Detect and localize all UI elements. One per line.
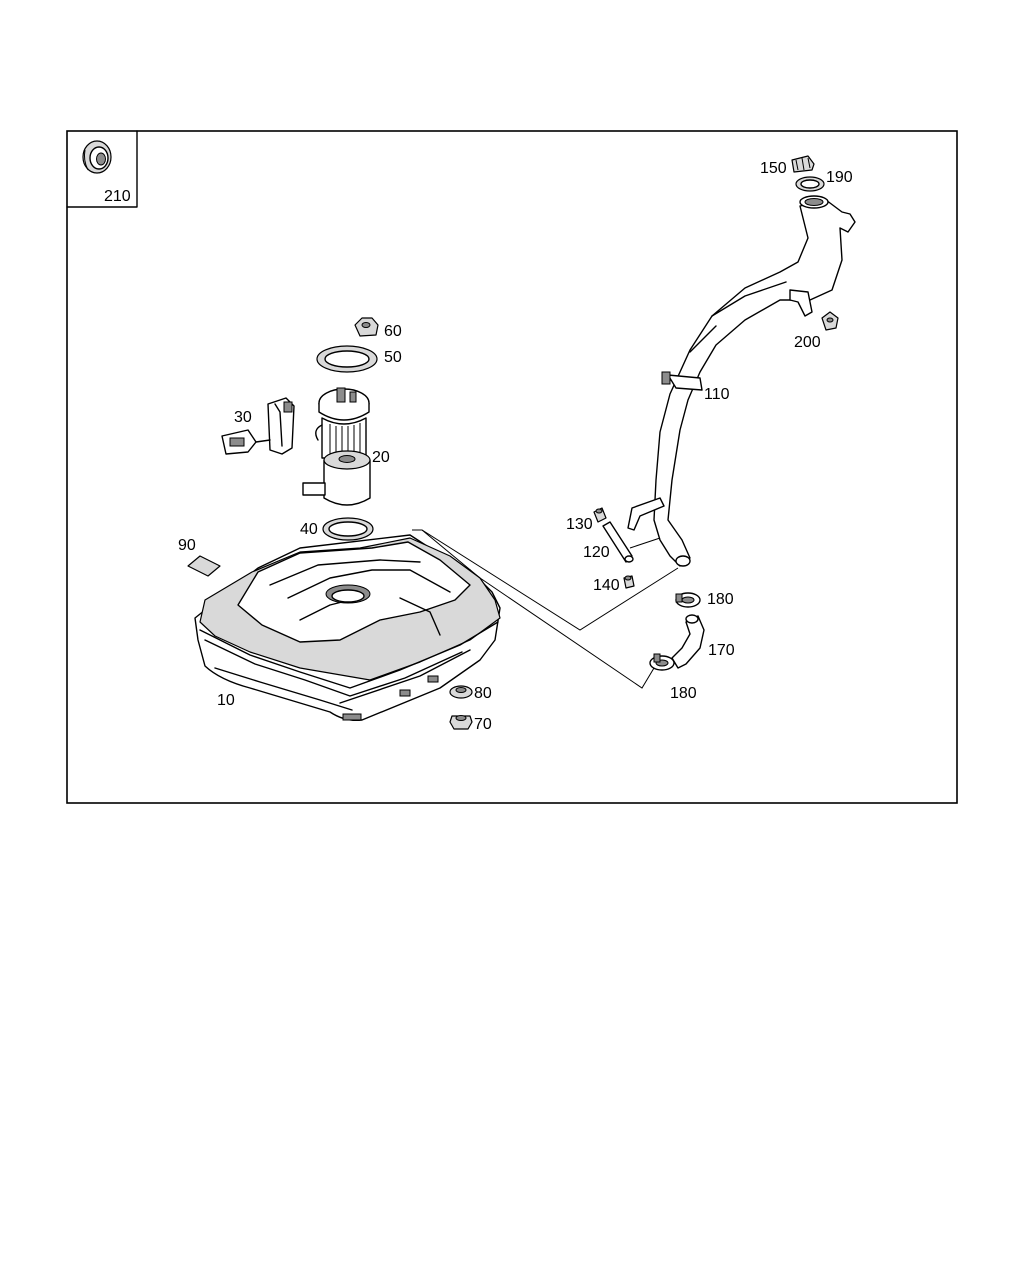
label-20: 20 [372, 449, 390, 466]
label-70: 70 [474, 716, 492, 733]
connector-lines [412, 529, 679, 689]
label-210: 210 [104, 188, 131, 205]
nut-part-200[interactable] [821, 311, 839, 331]
hose-part-120[interactable] [602, 521, 661, 563]
washer-part-80[interactable] [449, 685, 473, 699]
label-80: 80 [474, 685, 492, 702]
inset-box-210: 210 [66, 130, 138, 208]
seal-part-190[interactable] [795, 176, 825, 192]
clamp-part-180-upper[interactable] [675, 592, 701, 608]
sender-unit-part-30[interactable] [221, 397, 295, 455]
fuel-pump-part-20[interactable] [302, 387, 371, 506]
label-150: 150 [760, 160, 787, 177]
label-130: 130 [566, 516, 593, 533]
label-90: 90 [178, 537, 196, 554]
fuel-tank-part-10[interactable] [194, 534, 501, 722]
seal-ring-part-40[interactable] [322, 517, 374, 541]
label-60: 60 [384, 323, 402, 340]
clip-part-140[interactable] [623, 575, 635, 589]
label-30: 30 [234, 409, 252, 426]
label-140: 140 [593, 577, 620, 594]
label-170: 170 [708, 642, 735, 659]
nut-part-70[interactable] [449, 715, 473, 730]
valve-part-130[interactable] [593, 507, 607, 523]
label-10: 10 [217, 692, 235, 709]
nut-part-60[interactable] [354, 317, 379, 337]
label-180-lower: 180 [670, 685, 697, 702]
label-110: 110 [704, 386, 730, 403]
label-190: 190 [826, 169, 853, 186]
clamp-part-180-lower[interactable] [649, 653, 675, 671]
label-pad-part-90[interactable] [187, 555, 221, 577]
label-200: 200 [794, 334, 821, 351]
grommet-icon [82, 140, 112, 174]
filler-neck-part-110[interactable] [627, 195, 856, 567]
diagram-frame [66, 130, 958, 804]
locking-ring-part-50[interactable] [316, 345, 378, 373]
label-180-upper: 180 [707, 591, 734, 608]
label-40: 40 [300, 521, 318, 538]
label-120: 120 [583, 544, 610, 561]
hose-part-170[interactable] [671, 614, 705, 669]
fuel-cap-part-150[interactable] [791, 155, 815, 173]
label-50: 50 [384, 349, 402, 366]
